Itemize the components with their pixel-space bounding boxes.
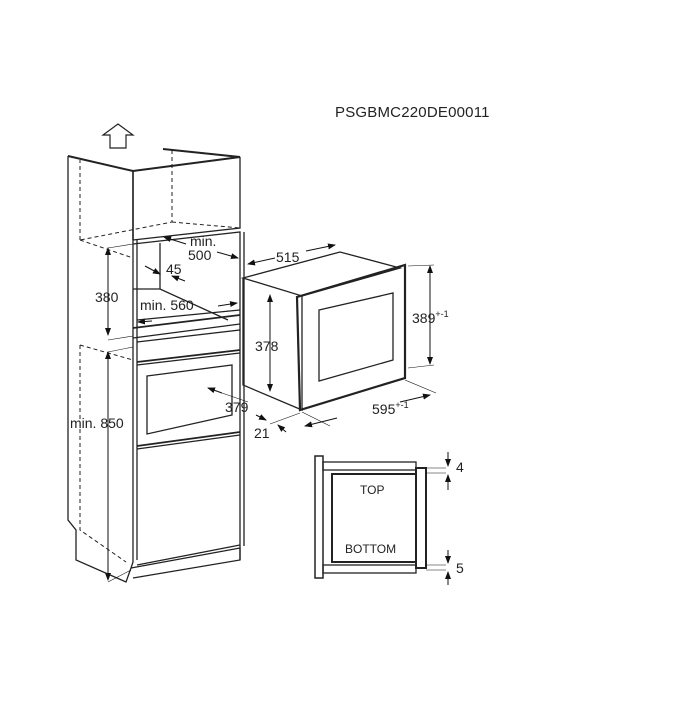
min-850-label: min. 850	[70, 415, 124, 431]
top-gap-4-label: 4	[456, 459, 464, 475]
front-height-389-label: 389+-1	[412, 309, 449, 326]
model-code: PSGBMC220DE00011	[335, 104, 490, 121]
21-label: 21	[254, 425, 270, 441]
width-595-label: 595+-1	[372, 400, 409, 417]
min-500-label-line2: 500	[188, 247, 212, 263]
379-label: 379	[225, 399, 249, 415]
tall-cabinet	[67, 148, 245, 583]
min-500-label-line1: min.	[190, 233, 217, 249]
depth-515-label: 515	[276, 249, 300, 265]
bottom-label: BOTTOM	[345, 542, 397, 556]
min-560-label: min. 560	[140, 297, 194, 313]
section-view	[314, 452, 451, 585]
depth-45-label: 45	[166, 261, 182, 277]
side-height-378-label: 378	[255, 338, 279, 354]
top-label: TOP	[360, 483, 385, 497]
cabinet-dimensions	[105, 236, 249, 583]
microwave-appliance	[240, 243, 437, 433]
ventilation-up-arrow-icon	[101, 123, 135, 149]
bottom-gap-5-label: 5	[456, 560, 464, 576]
height-380-label: 380	[95, 289, 119, 305]
